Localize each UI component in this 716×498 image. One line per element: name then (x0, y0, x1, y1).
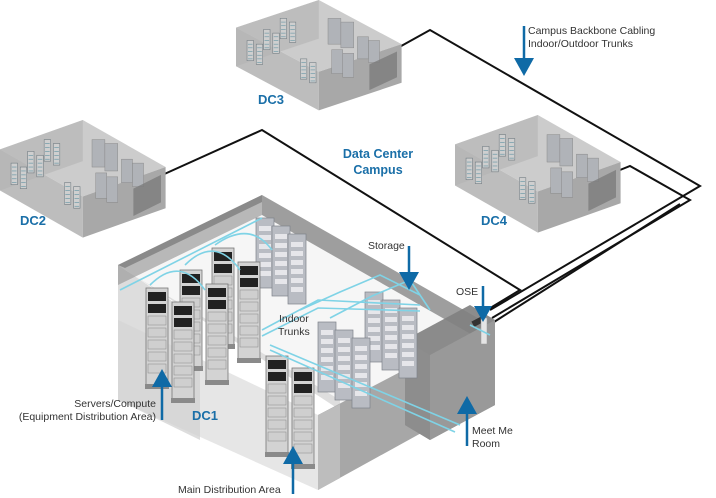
storage-callout: Storage (368, 240, 405, 252)
backbone-arrow-icon (514, 26, 534, 76)
servers-callout: Servers/Compute (Equipment Distribution … (18, 398, 156, 423)
backbone-callout: Campus Backbone Cabling Indoor/Outdoor T… (528, 25, 656, 50)
fiber-trunks (119, 217, 491, 433)
cable-dc2 (159, 128, 522, 311)
callout-arrows (152, 26, 534, 494)
campus-title: Data Center Campus (342, 147, 414, 177)
ose-arrow-icon (474, 286, 492, 322)
dc3-label: DC3 (258, 92, 285, 107)
mda-arrow-icon (283, 446, 303, 494)
indoor-trunks-callout: Indoor Trunks (278, 313, 310, 338)
cable-dc4b (493, 203, 681, 323)
dc4-label: DC4 (481, 213, 508, 228)
dc4-building (455, 115, 621, 233)
meet-me-room-callout: Meet Me Room (472, 425, 513, 450)
dc2-label: DC2 (20, 213, 47, 228)
dc1-label: DC1 (192, 408, 219, 423)
servers-arrow-icon (152, 369, 172, 420)
cable-dc3 (393, 28, 702, 311)
meet-me-arrow-icon (457, 396, 477, 446)
ose-callout: OSE (456, 286, 479, 298)
storage-arrow-icon (399, 246, 419, 290)
mda-callout: Main Distribution Area (178, 484, 281, 496)
